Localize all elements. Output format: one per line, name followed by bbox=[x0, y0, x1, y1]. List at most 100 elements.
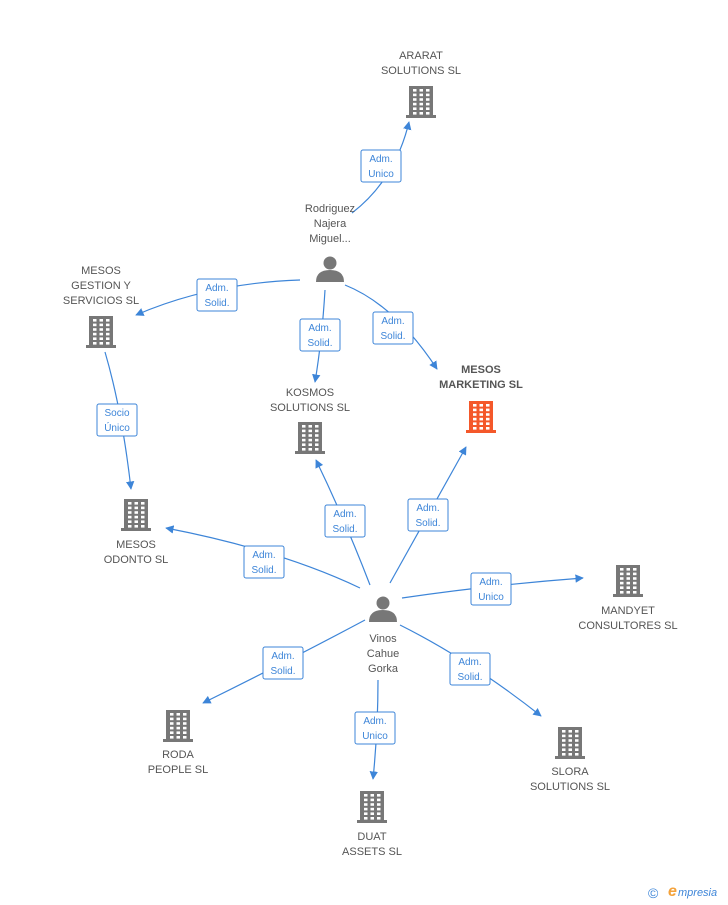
node-label: ARARAT bbox=[399, 50, 443, 62]
building-icon bbox=[555, 727, 585, 759]
edge-label-box[interactable]: Adm. Solid. bbox=[196, 278, 238, 312]
edge-label-box[interactable]: Adm.Solid. bbox=[299, 318, 341, 352]
node-label: MARKETING SL bbox=[439, 379, 523, 391]
edge-label-text: Adm. bbox=[252, 550, 275, 561]
edge-label-text: Socio bbox=[104, 408, 129, 419]
node-label: SOLUTIONS SL bbox=[381, 65, 461, 77]
edge-label-text: Adm. bbox=[416, 503, 439, 514]
edge-label-text: Adm. bbox=[308, 323, 331, 334]
edge-label-frame bbox=[360, 149, 402, 183]
node-label: SERVICIOS SL bbox=[63, 295, 139, 307]
building-icon bbox=[613, 565, 643, 597]
node-label: KOSMOS bbox=[286, 387, 334, 399]
node-label: MESOS bbox=[461, 364, 501, 376]
edge-label-text: Solid. bbox=[204, 298, 229, 309]
edge-label-box[interactable]: Adm.Solid. bbox=[449, 652, 491, 686]
building-icon bbox=[163, 710, 193, 742]
edge-vinos-to-kosmos: Adm. Solid. bbox=[315, 459, 371, 586]
edge-label-frame bbox=[324, 504, 366, 538]
edge-label-frame bbox=[470, 572, 512, 606]
edge-label-box[interactable]: Adm. Solid. bbox=[324, 504, 366, 538]
node-label: DUAT bbox=[357, 831, 386, 843]
node-label: MESOS bbox=[81, 265, 121, 277]
footer-brand: © e mpresia bbox=[648, 883, 728, 901]
building-icon bbox=[406, 86, 436, 118]
edge-label-frame bbox=[262, 646, 304, 680]
edge-label-text: Unico bbox=[362, 731, 388, 742]
edge-label-text: Adm. bbox=[333, 509, 356, 520]
edge-label-box[interactable]: Adm. Unico bbox=[470, 572, 512, 606]
node-roda[interactable]: RODA PEOPLE SL bbox=[148, 710, 209, 776]
brand-logo-e: e bbox=[668, 883, 677, 900]
edge-rodriguez-to-ararat: Adm. Unico bbox=[351, 121, 412, 214]
edge-label-box[interactable]: Adm.Solid. bbox=[262, 646, 304, 680]
building-icon bbox=[357, 791, 387, 823]
person-icon bbox=[369, 596, 397, 622]
edge-vinos-to-slora: Adm.Solid. bbox=[399, 624, 542, 717]
node-label: Rodriguez bbox=[305, 203, 355, 215]
edge-label-frame bbox=[243, 545, 285, 579]
node-rodriguez[interactable]: RodriguezNajeraMiguel... bbox=[305, 203, 355, 282]
edge-label-text: Adm. bbox=[369, 154, 392, 165]
edge-label-text: Unico bbox=[478, 592, 504, 603]
node-label: Najera bbox=[314, 218, 347, 230]
node-label: Vinos bbox=[369, 633, 397, 645]
edge-label-frame bbox=[196, 278, 238, 312]
edges-layer: Adm.UnicoAdm.Solid.Adm.Solid.Adm.Solid.S… bbox=[96, 121, 584, 780]
edge-label-text: Unico bbox=[368, 169, 394, 180]
person-icon bbox=[316, 256, 344, 282]
edge-label-box[interactable]: Adm. Solid. bbox=[407, 498, 449, 532]
node-mesos-marketing[interactable]: MESOS MARKETING SL bbox=[439, 364, 523, 433]
copyright-icon: © bbox=[648, 885, 659, 901]
node-label: CONSULTORES SL bbox=[578, 620, 677, 632]
node-label: RODA bbox=[162, 749, 194, 761]
edge-rodriguez-to-mesos_marketing: Adm. Solid. bbox=[344, 284, 438, 370]
node-label: PEOPLE SL bbox=[148, 764, 209, 776]
node-label: Miguel... bbox=[309, 233, 351, 245]
edge-label-text: Adm. bbox=[458, 657, 481, 668]
edge-label-text: Único bbox=[104, 421, 130, 434]
edge-label-text: Solid. bbox=[270, 666, 295, 677]
node-label: Cahue bbox=[367, 648, 399, 660]
brand-logo-text: mpresia bbox=[678, 887, 718, 899]
edge-vinos-to-mesos_odonto: Adm. Solid. bbox=[165, 525, 361, 589]
edge-label-box[interactable]: Adm. Unico bbox=[360, 149, 402, 183]
edge-label-frame bbox=[407, 498, 449, 532]
node-kosmos[interactable]: KOSMOS SOLUTIONS SL bbox=[270, 387, 350, 454]
node-label: ASSETS SL bbox=[342, 846, 402, 858]
node-label: SOLUTIONS SL bbox=[530, 781, 610, 793]
edge-vinos-to-roda: Adm.Solid. bbox=[202, 619, 366, 704]
node-ararat[interactable]: ARARAT SOLUTIONS SL bbox=[381, 50, 461, 118]
building-icon bbox=[86, 316, 116, 348]
node-label: SOLUTIONS SL bbox=[270, 402, 350, 414]
building-icon bbox=[466, 401, 496, 433]
node-duat[interactable]: DUAT ASSETS SL bbox=[342, 791, 402, 858]
node-label: Gorka bbox=[368, 663, 399, 675]
edge-label-text: Solid. bbox=[415, 518, 440, 529]
edge-label-box[interactable]: Adm. Solid. bbox=[372, 311, 414, 345]
edge-label-frame bbox=[299, 318, 341, 352]
edge-label-text: Adm. bbox=[381, 316, 404, 327]
edge-vinos-to-mesos_marketing: Adm. Solid. bbox=[389, 446, 467, 584]
edge-label-text: Solid. bbox=[380, 331, 405, 342]
edge-label-frame bbox=[449, 652, 491, 686]
edge-label-box[interactable]: Adm. Solid. bbox=[243, 545, 285, 579]
edge-rodriguez-to-kosmos: Adm.Solid. bbox=[299, 289, 341, 383]
building-icon bbox=[295, 422, 325, 454]
edge-label-text: Solid. bbox=[332, 524, 357, 535]
edge-label-text: Adm. bbox=[479, 577, 502, 588]
edge-label-text: Solid. bbox=[251, 565, 276, 576]
edge-vinos-to-duat: Adm.Unico bbox=[354, 679, 396, 780]
edge-label-frame bbox=[372, 311, 414, 345]
edge-label-box[interactable]: Adm.Unico bbox=[354, 711, 396, 745]
edge-label-text: Adm. bbox=[205, 283, 228, 294]
edge-label-frame bbox=[96, 403, 138, 437]
